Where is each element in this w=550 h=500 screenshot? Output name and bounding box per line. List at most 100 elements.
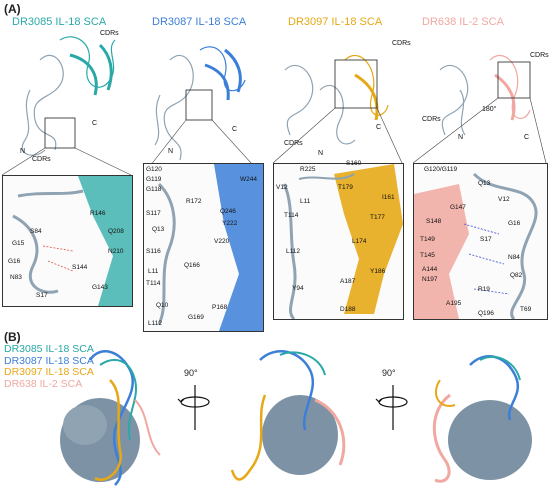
res-g118: G118 <box>146 186 162 193</box>
res-n83: N83 <box>10 274 22 281</box>
panel-b-label: (B) <box>4 330 21 344</box>
label-c-1: C <box>92 120 98 127</box>
label-cdrs-4a: CDRs <box>530 52 549 59</box>
res-v220: V220 <box>214 238 230 245</box>
res-s17: S17 <box>36 292 48 299</box>
rotation-arrow-2 <box>375 385 408 430</box>
complex-title-dr638: DR638 IL-2 SCA <box>422 16 504 28</box>
label-c-2: C <box>232 126 238 133</box>
res-l112: L112 <box>148 320 162 327</box>
res-q208: Q208 <box>108 228 124 235</box>
res-s84: S84 <box>30 228 42 235</box>
res-i161: I161 <box>382 194 395 201</box>
label-cdrs-1b: CDRs <box>32 156 51 163</box>
label-cdrs-3b: CDRs <box>284 140 303 147</box>
res-g120-g119: G120/G119 <box>424 166 458 173</box>
ribbon-dr3097 <box>284 54 389 145</box>
label-n-3: N <box>318 150 324 157</box>
label-c-3: C <box>376 124 382 131</box>
res-g16: G16 <box>8 258 21 265</box>
zoom-box-dr3097 <box>273 163 404 320</box>
res-g120: G120 <box>146 166 162 173</box>
res-n197: N197 <box>422 276 438 283</box>
res-s116: S116 <box>146 248 161 255</box>
res-y186: Y186 <box>370 268 386 275</box>
res-t177: T177 <box>370 214 385 221</box>
res-g15: G15 <box>12 240 25 247</box>
zoom-box-dr3085 <box>2 175 133 307</box>
res-t69: T69 <box>520 306 532 313</box>
rotation-arrow-1 <box>177 385 210 430</box>
res-q82: Q82 <box>510 272 523 279</box>
panel-b-view-2 <box>230 350 346 481</box>
res-r19: R19 <box>478 286 490 293</box>
rotation-label-1: 90° <box>184 368 198 378</box>
res-t145: T145 <box>420 252 435 259</box>
panel-b-legend: DR3085 IL-18 SCA DR3087 IL-18 SCA DR3097… <box>4 343 94 390</box>
label-n-1: N <box>20 148 26 155</box>
res-a144: A144 <box>422 266 438 273</box>
label-n-4: N <box>458 134 464 141</box>
res-l174: L174 <box>352 238 367 245</box>
res-y94: Y94 <box>292 285 304 292</box>
res-s117: S117 <box>146 210 161 217</box>
panel-b-view-1 <box>60 350 161 486</box>
ribbon-dr3087 <box>154 46 246 161</box>
res-t114b: T114 <box>284 212 299 219</box>
res-r172: R172 <box>186 198 202 205</box>
label-c-4: C <box>524 134 530 141</box>
legend-dr3085: DR3085 IL-18 SCA <box>4 343 94 355</box>
complex-title-dr3085: DR3085 IL-18 SCA <box>12 16 107 28</box>
res-n84: N84 <box>508 254 520 261</box>
res-l11: L11 <box>148 268 159 275</box>
label-cdrs-1a: CDRs <box>100 30 119 37</box>
res-t114: T114 <box>146 280 161 287</box>
label-rotation-180: 180° <box>482 106 497 113</box>
panel-a-label: (A) <box>4 2 21 16</box>
legend-dr638: DR638 IL-2 SCA <box>4 377 83 390</box>
label-cdrs-3a: CDRs <box>392 40 411 47</box>
zoom-box-dr638 <box>413 163 548 320</box>
rotation-label-2: 90° <box>382 368 396 378</box>
res-a195: A195 <box>446 300 462 307</box>
res-t179: T179 <box>338 184 353 191</box>
res-r146: R146 <box>90 210 106 217</box>
res-s144: S144 <box>72 264 88 271</box>
legend-dr3097: DR3097 IL-18 SCA <box>4 366 94 378</box>
res-v12: V12 <box>276 184 288 191</box>
res-g147: G147 <box>450 204 466 211</box>
res-v12b: V12 <box>498 196 510 203</box>
res-q13: Q13 <box>152 226 165 233</box>
res-g143: G143 <box>92 284 108 291</box>
res-y222: Y222 <box>222 220 238 227</box>
res-q246: Q246 <box>220 208 236 215</box>
legend-dr3087: DR3087 IL-18 SCA <box>4 354 94 367</box>
complex-title-dr3097: DR3097 IL-18 SCA <box>288 16 383 28</box>
ribbon-dr3085 <box>21 36 116 156</box>
panel-b-view-3 <box>432 355 532 483</box>
res-p168: P168 <box>212 304 228 311</box>
res-q10: Q10 <box>156 302 169 309</box>
res-n210: N210 <box>108 248 124 255</box>
zoom-box-dr3087 <box>143 163 264 332</box>
res-g16b: G16 <box>508 220 521 227</box>
res-s17b: S17 <box>480 236 492 243</box>
res-s148: S148 <box>426 218 442 225</box>
res-g119: G119 <box>146 176 162 183</box>
res-r225: R225 <box>300 166 316 173</box>
res-q196: Q196 <box>478 310 494 317</box>
label-cdrs-4b: CDRs <box>422 116 441 123</box>
res-d188: D188 <box>340 306 356 313</box>
res-q166: Q166 <box>184 262 200 269</box>
res-a187: A187 <box>340 278 356 285</box>
res-l11b: L11 <box>300 198 311 205</box>
res-t149: T149 <box>420 236 435 243</box>
res-q13b: Q13 <box>478 180 491 187</box>
label-n-2: N <box>168 148 174 155</box>
res-g169: G169 <box>188 314 204 321</box>
res-s160: S160 <box>346 160 362 167</box>
complex-title-dr3087: DR3087 IL-18 SCA <box>152 16 247 28</box>
ribbon-dr638 <box>439 54 531 136</box>
res-w244: W244 <box>240 176 257 183</box>
